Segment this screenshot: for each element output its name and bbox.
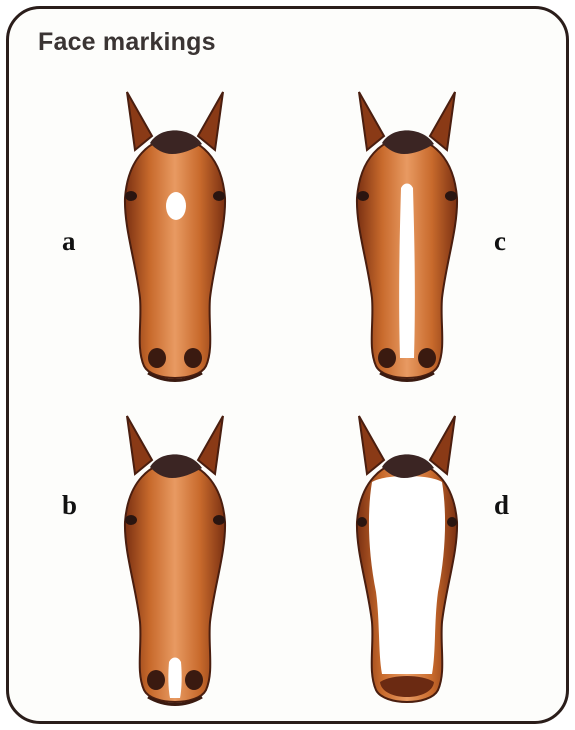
snip-marking [168, 658, 181, 699]
horse-head-stripe [342, 88, 472, 388]
star-marking [166, 192, 186, 220]
diagram-card [6, 6, 569, 724]
label-b: b [62, 490, 77, 521]
label-d: d [494, 490, 509, 521]
blaze-marking [369, 476, 445, 674]
stripe-marking [399, 184, 415, 359]
label-a: a [62, 226, 76, 257]
diagram-title: Face markings [38, 28, 216, 57]
horse-head-star [110, 88, 240, 388]
label-c: c [494, 226, 506, 257]
horse-head-blaze [342, 412, 472, 712]
horse-head-snip [110, 412, 240, 712]
